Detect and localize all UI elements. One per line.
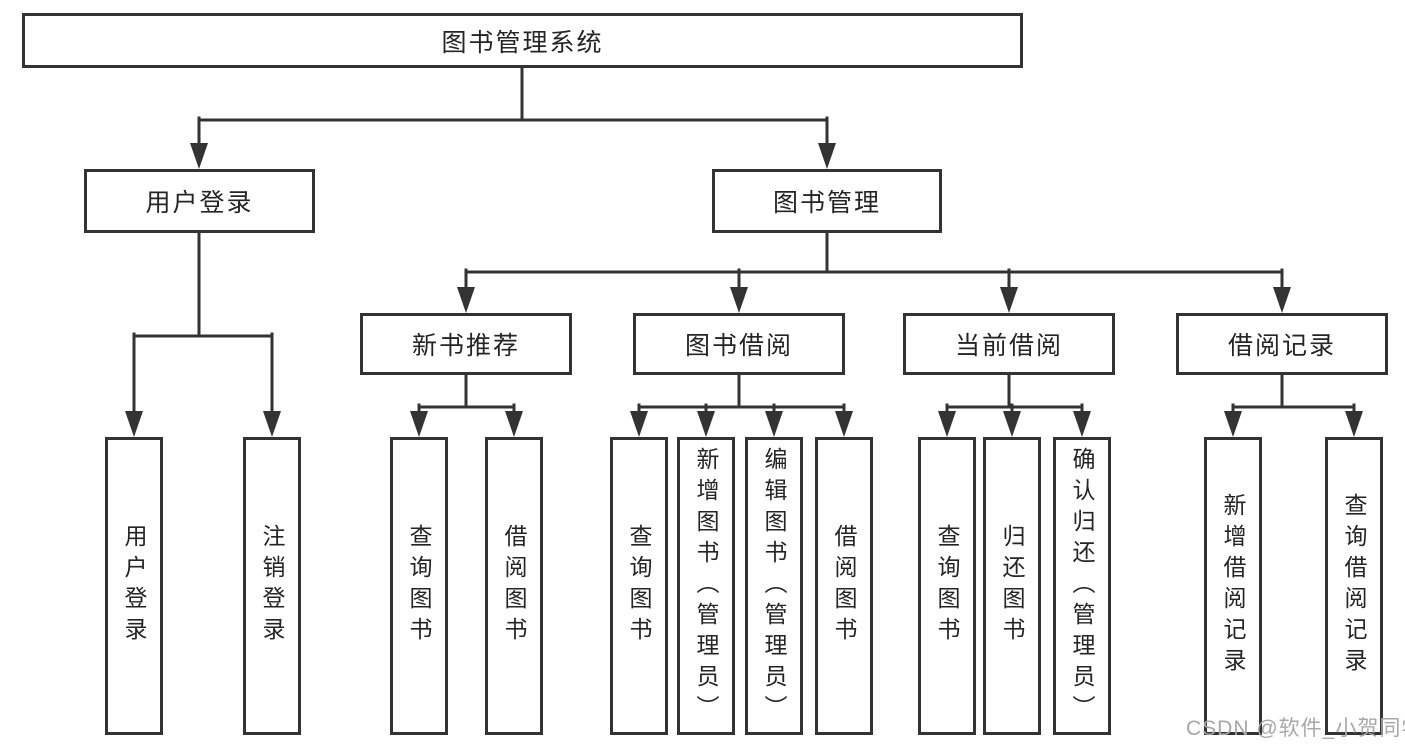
node-label: 借阅记录 — [1227, 332, 1336, 360]
arrowhead — [125, 411, 143, 437]
leaf-query-books-current: 查询图书 — [918, 437, 976, 735]
node-current-borrow: 当前借阅 — [903, 313, 1115, 375]
csdn-watermark: CSDN @软件_小贺同学 — [1186, 717, 1405, 740]
connector-user-login-to-leaves — [125, 231, 281, 437]
connector-current-borrow-to-leaves — [938, 373, 1091, 437]
connector-borrow-records-to-leaves — [1224, 373, 1363, 437]
arrowhead — [1000, 287, 1018, 313]
connector-book-management-to-modules — [457, 231, 1291, 313]
node-label: 查询图书 — [934, 524, 960, 648]
node-book-borrow: 图书借阅 — [633, 313, 845, 375]
leaf-return-books: 归还图书 — [983, 437, 1041, 735]
arrowhead — [818, 143, 836, 169]
node-label: 借阅图书 — [831, 524, 857, 648]
arrowhead — [730, 287, 748, 313]
connector-root-to-level2 — [190, 66, 836, 169]
arrowhead — [263, 411, 281, 437]
node-label: 用户登录 — [145, 189, 254, 217]
arrowhead — [938, 411, 956, 437]
node-root-system: 图书管理系统 — [22, 13, 1023, 68]
connector-new-book-to-leaves — [410, 373, 523, 437]
node-label: 新增借阅记录 — [1220, 493, 1246, 679]
leaf-user-login: 用户登录 — [105, 437, 163, 735]
arrowhead — [190, 143, 208, 169]
node-label: 注销登录 — [259, 524, 285, 648]
node-label: 图书管理系统 — [441, 28, 604, 57]
node-label: 确认归还（管理员） — [1069, 446, 1095, 726]
node-label: 图书借阅 — [684, 332, 793, 360]
arrowhead — [410, 411, 428, 437]
leaf-query-books-borrow: 查询图书 — [610, 437, 668, 735]
node-label: 图书管理 — [772, 189, 881, 217]
leaf-query-borrow-record: 查询借阅记录 — [1325, 437, 1383, 735]
arrowhead — [835, 411, 853, 437]
node-label: 当前借阅 — [954, 332, 1063, 360]
arrowhead — [697, 411, 715, 437]
arrowhead — [630, 411, 648, 437]
arrowhead — [1273, 287, 1291, 313]
arrowhead — [457, 287, 475, 313]
leaf-add-borrow-record: 新增借阅记录 — [1204, 437, 1262, 735]
leaf-edit-books-admin: 编辑图书（管理员） — [745, 437, 803, 735]
leaf-add-books-admin: 新增图书（管理员） — [677, 437, 735, 735]
arrowhead — [1224, 411, 1242, 437]
node-label: 新增图书（管理员） — [693, 446, 719, 726]
node-new-book-recommend: 新书推荐 — [360, 313, 572, 375]
node-borrow-records: 借阅记录 — [1176, 313, 1388, 375]
leaf-borrow-books-recommend: 借阅图书 — [485, 437, 543, 735]
arrowhead — [505, 411, 523, 437]
node-label: 查询图书 — [626, 524, 652, 648]
arrowhead — [765, 411, 783, 437]
node-label: 编辑图书（管理员） — [761, 446, 787, 726]
arrowhead — [1345, 411, 1363, 437]
leaf-borrow-books: 借阅图书 — [815, 437, 873, 735]
node-book-management: 图书管理 — [712, 169, 942, 233]
leaf-query-books-recommend: 查询图书 — [390, 437, 448, 735]
node-label: 借阅图书 — [501, 524, 527, 648]
node-label: 用户登录 — [121, 524, 147, 648]
leaf-logout: 注销登录 — [243, 437, 301, 735]
arrowhead — [1073, 411, 1091, 437]
arrowhead — [1003, 411, 1021, 437]
node-label: 查询借阅记录 — [1341, 493, 1367, 679]
node-user-login: 用户登录 — [84, 169, 315, 233]
node-label: 归还图书 — [999, 524, 1025, 648]
connector-book-borrow-to-leaves — [630, 373, 853, 437]
leaf-confirm-return-admin: 确认归还（管理员） — [1053, 437, 1111, 735]
node-label: 新书推荐 — [411, 332, 520, 360]
node-label: 查询图书 — [406, 524, 432, 648]
